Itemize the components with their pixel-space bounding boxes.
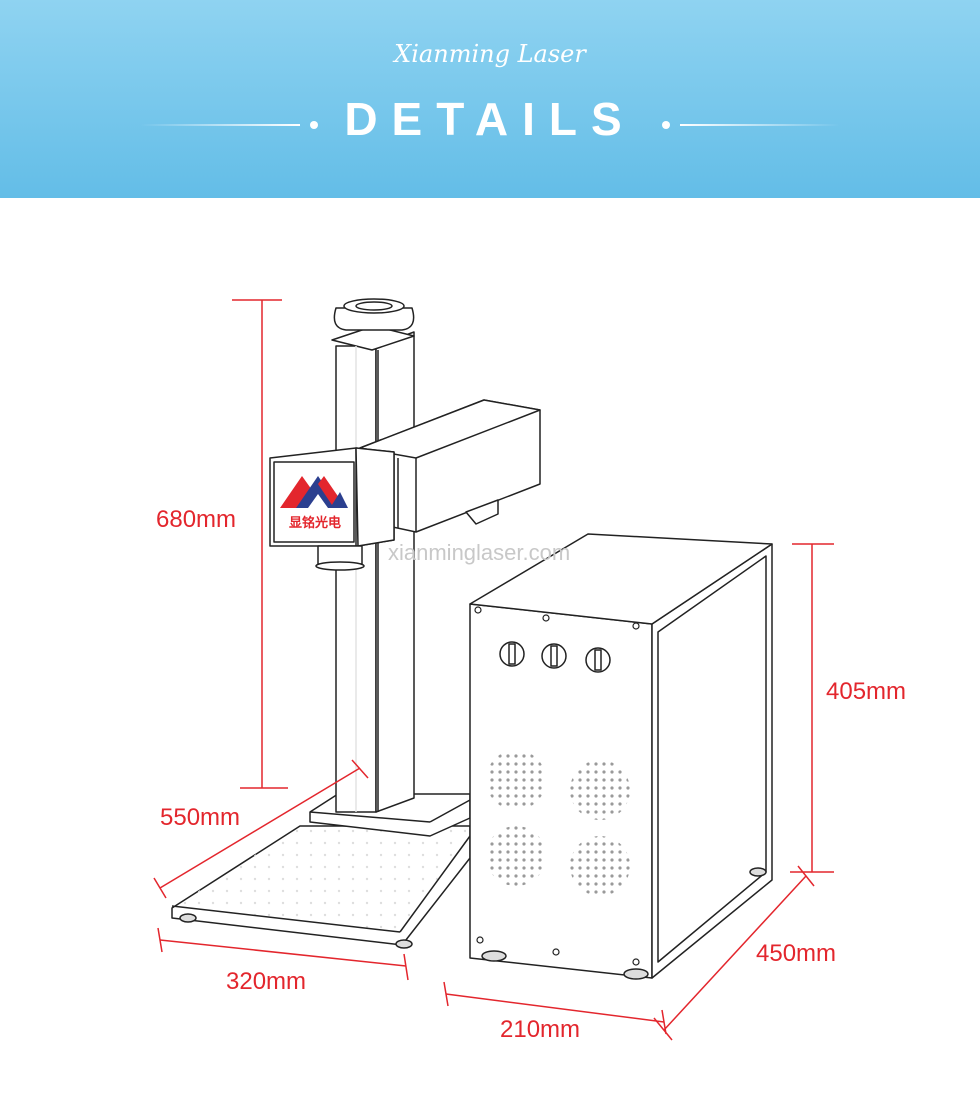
divider-dot-right xyxy=(662,121,670,129)
dimension-label-320: 320mm xyxy=(226,968,307,995)
dimension-label-405: 405mm xyxy=(826,678,907,705)
dimension-lines xyxy=(153,299,834,1041)
base-plate xyxy=(171,825,471,949)
divider-right xyxy=(680,124,840,126)
header-banner: Xianming Laser DETAILS xyxy=(0,0,980,198)
product-diagram: 显铭光电 xianminglaser.com 680mm 550mm 320mm… xyxy=(0,198,980,1112)
dimension-label-210: 210mm xyxy=(500,1016,581,1043)
divider-left xyxy=(140,124,300,126)
cabinet-knobs xyxy=(499,641,611,673)
page-title: DETAILS xyxy=(344,93,636,145)
laser-arm xyxy=(359,399,541,533)
divider-dot-left xyxy=(310,121,318,129)
dimension-label-450: 450mm xyxy=(756,940,837,967)
brand-script: Xianming Laser xyxy=(394,40,586,68)
brand-logo xyxy=(280,476,348,508)
top-knob xyxy=(333,298,415,331)
dimension-label-680: 680mm xyxy=(156,506,237,533)
watermark: xianminglaser.com xyxy=(388,540,571,565)
vent-grilles xyxy=(486,750,630,896)
logo-text: 显铭光电 xyxy=(288,516,341,531)
machine-drawing xyxy=(153,298,834,1041)
dimension-label-550: 550mm xyxy=(160,804,241,831)
cabinet-screws xyxy=(474,606,640,966)
